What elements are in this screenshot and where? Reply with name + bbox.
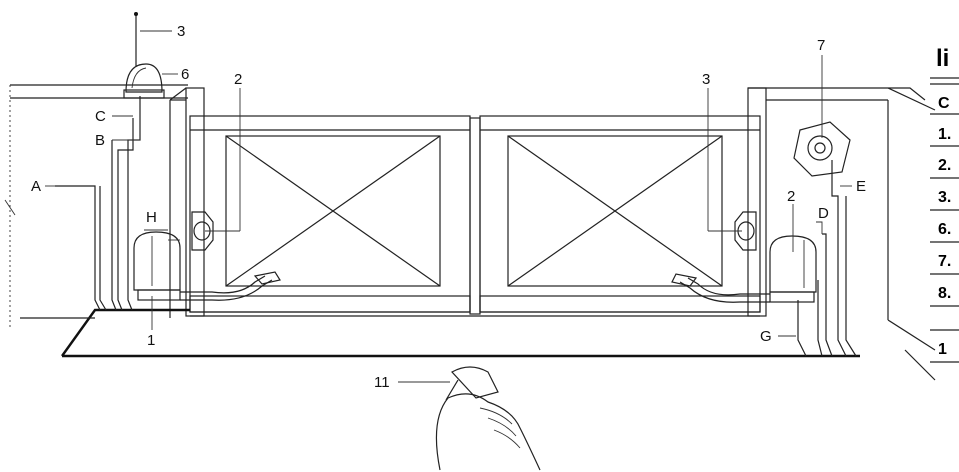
legend-table-header: li <box>936 45 949 72</box>
callout-h: H <box>146 209 157 226</box>
arm-right <box>671 273 770 303</box>
callout-11: 11 <box>374 374 390 391</box>
gear-motor-left <box>133 231 181 301</box>
callout-e: E <box>856 178 866 195</box>
callout-g: G <box>760 328 772 345</box>
right-gate-leaf <box>479 115 761 313</box>
gear-motor-right <box>769 235 817 303</box>
callout-a: A <box>31 178 41 195</box>
legend-table-row: 1 <box>938 341 947 358</box>
cable-bundle-right <box>797 160 857 357</box>
key-selector <box>793 121 851 177</box>
legend-table-row: 2. <box>938 157 951 174</box>
callout-8: 7 <box>817 37 825 54</box>
callout-7: 6 <box>181 66 189 83</box>
legend-table-row: C <box>938 95 950 112</box>
left-pillar <box>169 87 205 318</box>
callout-2-label: 2 <box>787 188 795 205</box>
ground-slab <box>20 308 860 358</box>
callout-c: C <box>95 108 106 125</box>
arm-left <box>180 271 281 301</box>
cable-bundle-left <box>55 96 141 311</box>
callout-1: 1 <box>147 332 155 349</box>
right-pillar <box>747 87 926 320</box>
callout-b: B <box>95 132 105 149</box>
legend-table-row: 8. <box>938 285 951 302</box>
antenna <box>134 12 138 66</box>
right-wall <box>887 87 936 381</box>
left-gate-leaf <box>189 115 471 313</box>
remote-control-hand <box>435 366 541 471</box>
legend-table: li C 1. 2. 3. 6. 7. 8. 1 <box>930 45 959 363</box>
legend-table-row: 1. <box>938 126 951 143</box>
flashing-lamp <box>123 63 165 99</box>
callout-labels: 3 6 C B A H 2 1 3 2 2 7 E D G 11 <box>31 23 866 391</box>
legend-table-row: 3. <box>938 189 951 206</box>
callout-d: D <box>818 205 829 222</box>
legend-table-row: 7. <box>938 253 951 270</box>
legend-table-row: 6. <box>938 221 951 238</box>
callout-3-right: 3 <box>702 71 710 88</box>
callout-6: 3 <box>177 23 185 40</box>
leader-lines <box>45 30 852 383</box>
callout-3-left: 2 <box>234 71 242 88</box>
